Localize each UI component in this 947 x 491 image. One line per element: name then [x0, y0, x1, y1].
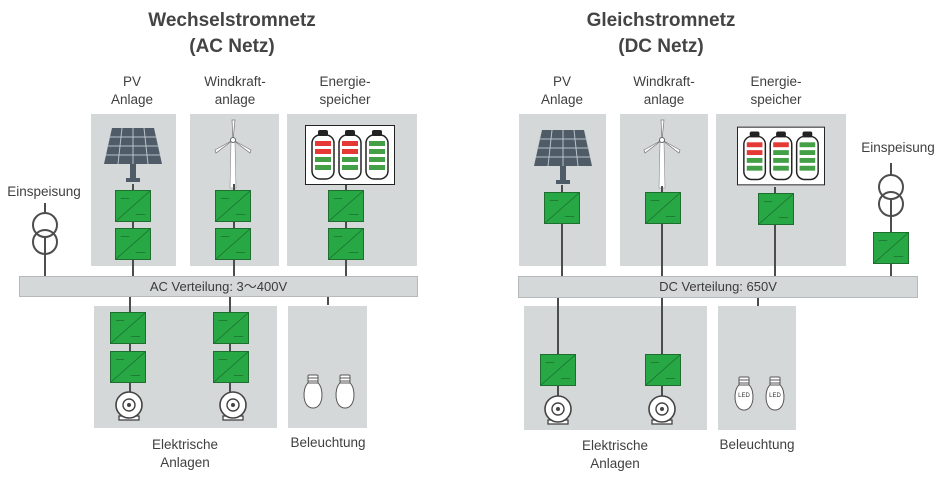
dc-storage-converter — [758, 193, 794, 225]
dc-transformer-icon — [878, 174, 904, 217]
dc-wind-turbine-icon — [643, 119, 681, 189]
ac-distribution-bus: AC Verteilung: 3～400V — [19, 276, 418, 297]
ac-load1-converter-1 — [110, 312, 146, 344]
dc-feed-in-label: Einspeisung — [861, 140, 935, 155]
dc-distribution-bus: DC Verteilung: 650V — [518, 276, 918, 298]
dc-load1-wire — [557, 298, 559, 396]
ac-load2-converter-1 — [213, 312, 249, 344]
dc-led-text-1: LED — [738, 393, 750, 399]
ac-loads-label-line2: Anlagen — [160, 455, 210, 470]
ac-bus-label: AC Verteilung: 3～400V — [149, 279, 288, 294]
ac-transformer-icon — [32, 212, 58, 255]
ac-wind-label-line1: Windkraft- — [204, 74, 266, 89]
dc-loads-label-line1: Elektrische — [581, 438, 649, 453]
dc-load2-converter — [645, 354, 681, 386]
ac-wind-converter-2 — [215, 228, 251, 260]
dc-loads-label: Elektrische Anlagen — [560, 437, 670, 473]
ac-motor-icon-1 — [115, 391, 143, 421]
dc-storage-wire — [774, 187, 776, 276]
ac-pv-converter-1 — [115, 190, 151, 222]
dc-storage-label: Energie- speicher — [731, 73, 821, 109]
dc-led-text-2: LED — [769, 393, 781, 399]
dc-battery-storage-icon — [737, 126, 825, 186]
ac-motor-icon-2 — [219, 391, 247, 421]
ac-battery-storage-icon — [305, 125, 395, 185]
dc-wind-wire — [661, 186, 663, 276]
ac-loads-label-line1: Elektrische — [151, 437, 219, 452]
dc-pv-wire — [561, 185, 563, 276]
dc-motor-icon-1 — [544, 395, 572, 425]
dc-bus-label: DC Verteilung: 650V — [659, 279, 777, 294]
ac-bulb-icon-2 — [335, 374, 355, 409]
ac-load1-wire — [129, 297, 131, 397]
dc-title-line2: (DC Netz) — [618, 36, 704, 57]
dc-pv-converter — [544, 192, 580, 224]
dc-motor-icon-2 — [648, 395, 676, 425]
ac-feed-in-wire — [44, 203, 46, 276]
dc-storage-label-line2: speicher — [750, 92, 802, 107]
ac-pv-label: PV Anlage — [92, 73, 172, 109]
ac-lighting-label: Beleuchtung — [290, 435, 366, 450]
dc-solar-panel-icon — [534, 129, 592, 184]
ac-title: Wechselstromnetz (AC Netz) — [102, 8, 362, 60]
ac-feed-in-label: Einspeisung — [7, 184, 81, 199]
ac-storage-label: Energie- speicher — [300, 73, 390, 109]
dc-pv-label-line1: PV — [552, 74, 571, 89]
dc-load2-wire — [661, 298, 663, 396]
ac-pv-converter-2 — [115, 228, 151, 260]
ac-load1-converter-2 — [110, 351, 146, 383]
ac-lighting-panel — [288, 306, 367, 428]
dc-feed-in-wire — [890, 163, 892, 276]
ac-wind-converter-1 — [215, 190, 251, 222]
ac-storage-converter-1 — [328, 190, 364, 222]
led-bulb-icon — [734, 376, 754, 411]
dc-led-bulb-1: LED — [733, 376, 755, 412]
dc-feed-in-converter — [873, 232, 909, 264]
ac-pv-label-line1: PV — [122, 74, 141, 89]
ac-load2-converter-2 — [213, 351, 249, 383]
ac-storage-label-line1: Energie- — [319, 74, 371, 89]
dc-wind-label: Windkraft- anlage — [619, 73, 709, 109]
ac-wind-turbine-icon — [214, 119, 252, 189]
dc-storage-label-line1: Energie- — [750, 74, 802, 89]
dc-wind-label-line2: anlage — [643, 92, 685, 107]
dc-title-line1: Gleichstromnetz — [586, 10, 736, 31]
ac-lighting-wire — [327, 297, 329, 305]
dc-loads-label-line2: Anlagen — [590, 456, 640, 471]
ac-bulb-icon-1 — [303, 374, 323, 409]
ac-title-line1: Wechselstromnetz — [148, 10, 316, 31]
dc-pv-label: PV Anlage — [522, 73, 602, 109]
dc-lighting-label: Beleuchtung — [719, 437, 795, 452]
dc-lighting-panel — [718, 306, 796, 430]
dc-load1-converter — [540, 354, 576, 386]
ac-solar-panel-icon — [104, 127, 162, 182]
ac-loads-label: Elektrische Anlagen — [130, 436, 240, 472]
dc-pv-label-line2: Anlage — [540, 92, 584, 107]
dc-title: Gleichstromnetz (DC Netz) — [531, 8, 791, 60]
led-bulb-icon — [765, 376, 785, 411]
dc-wind-label-line1: Windkraft- — [633, 74, 695, 89]
ac-wind-label: Windkraft- anlage — [190, 73, 280, 109]
dc-lighting-wire — [757, 298, 759, 306]
ac-load2-wire — [229, 297, 231, 397]
ac-storage-converter-2 — [328, 228, 364, 260]
ac-title-line2: (AC Netz) — [189, 36, 275, 57]
dc-wind-converter — [645, 192, 681, 224]
ac-wind-label-line2: anlage — [214, 92, 256, 107]
dc-led-bulb-2: LED — [764, 376, 786, 412]
ac-storage-label-line2: speicher — [319, 92, 371, 107]
ac-pv-label-line2: Anlage — [110, 92, 154, 107]
